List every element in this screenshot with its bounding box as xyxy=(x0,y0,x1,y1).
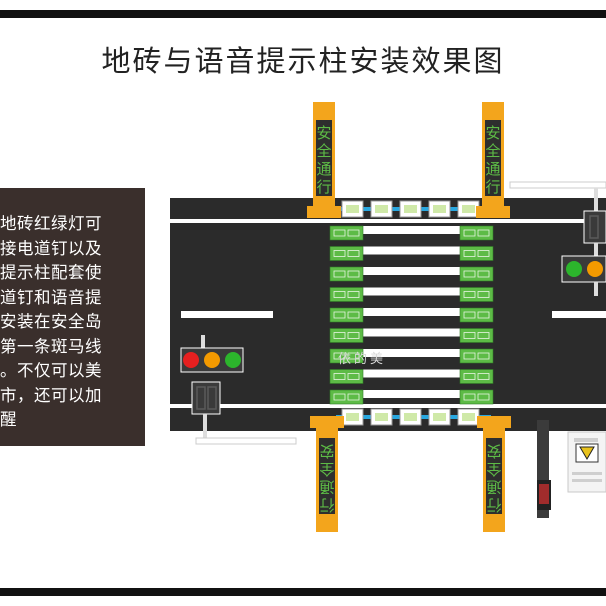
description-line: 安装在安全岛 xyxy=(0,312,102,331)
pillar-cap xyxy=(313,102,335,110)
zebra-stripe xyxy=(330,226,493,234)
signal-post-top xyxy=(594,188,598,212)
pillar-base xyxy=(307,206,341,218)
pillar-base xyxy=(310,416,344,428)
pillar-screen xyxy=(316,120,332,196)
pillar-screen xyxy=(486,438,502,514)
ground-tile xyxy=(459,389,494,405)
signal-pole xyxy=(201,335,205,350)
signal-base-top xyxy=(509,181,606,189)
description-line: 。不仅可以美 xyxy=(0,361,102,380)
pillar-char: 安 xyxy=(485,124,500,142)
description-line: 市，还可以加 xyxy=(0,385,102,405)
amber-light-icon xyxy=(587,261,603,277)
zebra-stripe xyxy=(330,390,493,398)
red-light-icon xyxy=(183,352,199,368)
zebra-stripe xyxy=(330,267,493,275)
description-line: 道钉和语音提 xyxy=(0,287,102,307)
ground-tile xyxy=(459,225,494,241)
description-line: 醒 xyxy=(0,410,17,429)
zebra-stripe xyxy=(330,328,493,337)
pillar-char: 行 xyxy=(319,496,334,514)
pillar-char: 全 xyxy=(485,142,500,160)
pillar-char: 行 xyxy=(485,178,500,196)
zebra-stripe xyxy=(330,246,493,255)
description-line: 第一条斑马线 xyxy=(0,336,102,356)
page-title: 地砖与语音提示柱安装效果图 xyxy=(101,44,505,78)
description-panel: 地砖红绿灯可 接电道钉以及 提示柱配套使 道钉和语音提 安装在安全岛 第一条斑马… xyxy=(0,188,145,446)
pillar-char: 通 xyxy=(316,160,331,178)
ground-tile xyxy=(329,287,364,302)
zebra-crossing xyxy=(330,226,493,398)
ground-tile xyxy=(329,266,364,282)
pillar-screen xyxy=(319,438,335,514)
warning-triangle-icon xyxy=(579,446,595,460)
control-box xyxy=(567,431,606,493)
ground-tile xyxy=(329,246,364,261)
pillar-char: 通 xyxy=(486,478,501,496)
pillar-char: 安 xyxy=(319,442,334,460)
pillar-base xyxy=(476,206,510,218)
signal-base xyxy=(195,437,297,445)
pillar-char: 全 xyxy=(486,460,501,478)
pillar-char: 行 xyxy=(316,178,331,196)
traffic-light-right xyxy=(509,181,606,296)
amber-light-icon xyxy=(204,352,220,368)
ground-tile xyxy=(329,369,364,384)
description-text: 地砖红绿灯可 接电道钉以及 提示柱配套使 道钉和语音提 安装在安全岛 第一条斑马… xyxy=(0,212,145,433)
ground-tile xyxy=(459,287,494,302)
watermark-text: 依的美 xyxy=(338,352,387,367)
ground-tile xyxy=(329,307,364,323)
pillar-char: 安 xyxy=(486,442,501,460)
green-light-icon xyxy=(225,352,241,368)
zebra-stripe xyxy=(330,287,493,296)
pillar-char: 全 xyxy=(319,460,334,478)
road-edge-line-bottom xyxy=(170,404,606,408)
green-light-icon xyxy=(566,261,582,277)
pillar-char: 行 xyxy=(486,496,501,514)
pillar-screen xyxy=(485,120,501,196)
ground-tile xyxy=(459,369,494,384)
pillar-cap xyxy=(316,524,338,532)
pillar-char: 全 xyxy=(316,142,331,160)
ground-tile xyxy=(329,225,364,241)
ground-tile xyxy=(459,348,494,364)
traffic-light-left xyxy=(180,335,297,445)
lane-dash-right xyxy=(552,311,606,318)
ground-tile xyxy=(329,389,364,405)
pillar-char: 安 xyxy=(316,124,331,142)
lane-dash-left xyxy=(181,311,273,318)
ground-tile xyxy=(459,266,494,282)
road-edge-line-top xyxy=(170,219,606,223)
description-line: 提示柱配套使 xyxy=(0,263,102,282)
ground-tile xyxy=(329,348,364,364)
top-border-bar xyxy=(0,10,606,18)
pillar-char: 通 xyxy=(485,160,500,178)
zebra-stripe xyxy=(330,308,493,316)
zebra-stripe xyxy=(330,369,493,378)
pedestrian-button-pole xyxy=(537,420,551,518)
ground-tile xyxy=(459,328,494,343)
road-stud-rows xyxy=(336,200,491,426)
pillar-cap xyxy=(483,524,505,532)
pillar-char: 通 xyxy=(319,478,334,496)
description-line: 地砖红绿灯可 xyxy=(0,214,102,233)
ground-tile xyxy=(459,246,494,261)
signal-post xyxy=(203,414,207,440)
zebra-stripe xyxy=(330,349,493,357)
ground-tile xyxy=(459,307,494,323)
bottom-border-bar xyxy=(0,588,606,596)
ground-tile xyxy=(329,328,364,343)
ground-tile-columns xyxy=(329,225,494,405)
description-line: 接电道钉以及 xyxy=(0,238,102,258)
pillar-base xyxy=(477,416,511,428)
pillar-cap xyxy=(482,102,504,110)
